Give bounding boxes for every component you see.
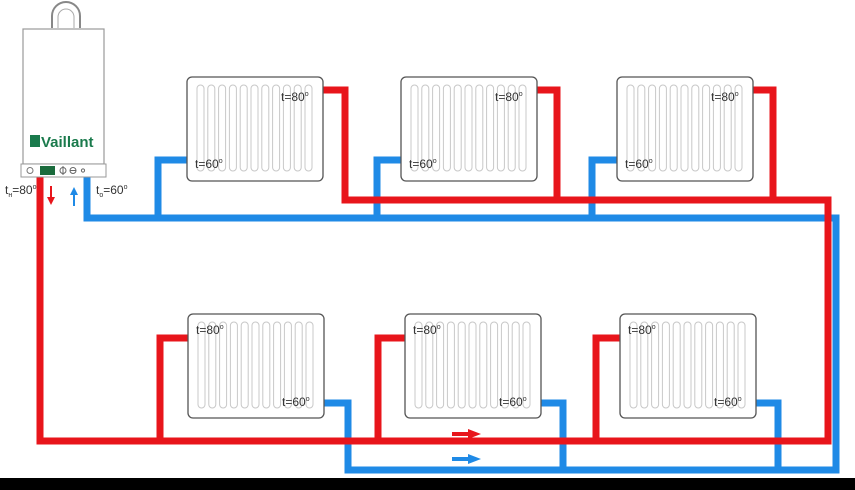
return-branch-top-3 bbox=[588, 156, 620, 218]
radiator-body bbox=[619, 313, 757, 419]
radiator: t=80o t=60o bbox=[186, 76, 324, 182]
boiler-return-riser bbox=[83, 177, 840, 474]
hot-inlet-temp: t=80o bbox=[281, 90, 309, 104]
radiator-body bbox=[616, 76, 754, 182]
boiler-supply-main bbox=[36, 86, 832, 445]
supply-branch-bottom-3 bbox=[592, 334, 623, 441]
power-button[interactable] bbox=[26, 167, 34, 174]
cold-outlet-temp: t=60o bbox=[499, 395, 527, 409]
cold-outlet-temp: t=60o bbox=[714, 395, 742, 409]
boiler-display bbox=[40, 166, 55, 175]
radiator: t=80o t=60o bbox=[400, 76, 538, 182]
hot-inlet-temp: t=80o bbox=[711, 90, 739, 104]
boiler-supply-temp: tн=80o bbox=[5, 183, 37, 199]
cold-outlet-temp: t=60o bbox=[282, 395, 310, 409]
radiator-body bbox=[400, 76, 538, 182]
hot-inlet-temp: t=80o bbox=[196, 323, 224, 337]
supply-branch-bottom-1 bbox=[156, 334, 190, 441]
radiators: t=80o t=60o t=80o t=60o t=80o t=60o t=80o t=60o… bbox=[186, 76, 757, 419]
hot-inlet-temp: t=80o bbox=[628, 323, 656, 337]
radiator: t=80o t=60o bbox=[619, 313, 757, 419]
supply-branch-top-3 bbox=[748, 86, 777, 200]
supply-down-arrow bbox=[47, 186, 55, 205]
return-flow-arrow bbox=[452, 454, 481, 464]
cold-outlet-temp: t=60o bbox=[195, 157, 223, 171]
supply-pipes bbox=[36, 86, 832, 445]
degree-sign: o bbox=[523, 396, 527, 403]
return-branch-bottom-3 bbox=[752, 399, 782, 470]
hot-inlet-temp: t=80o bbox=[495, 90, 523, 104]
degree-sign: o bbox=[433, 158, 437, 165]
degree-sign: o bbox=[652, 324, 656, 331]
degree-sign: o bbox=[305, 91, 309, 98]
return-up-arrow bbox=[70, 187, 78, 206]
return-branch-top-1 bbox=[154, 156, 190, 218]
return-branch-bottom-2 bbox=[538, 399, 567, 470]
degree-sign: o bbox=[437, 324, 441, 331]
supply-branch-top-2 bbox=[535, 86, 561, 200]
radiator-body bbox=[187, 313, 325, 419]
hot-inlet-temp: t=80o bbox=[413, 323, 441, 337]
boiler-hanger bbox=[51, 1, 81, 28]
cold-outlet-temp: t=60o bbox=[409, 157, 437, 171]
degree-sign: o bbox=[649, 158, 653, 165]
radiator-body bbox=[186, 76, 324, 182]
bottom-bar bbox=[0, 478, 855, 490]
supply-flow-arrow bbox=[452, 429, 481, 439]
radiator: t=80o t=60o bbox=[616, 76, 754, 182]
boiler-logo-mark bbox=[30, 135, 40, 147]
degree-sign: o bbox=[219, 158, 223, 165]
degree-sign: o bbox=[735, 91, 739, 98]
degree-sign: o bbox=[738, 396, 742, 403]
supply-branch-bottom-2 bbox=[374, 334, 408, 441]
boiler-brand: Vaillant bbox=[41, 134, 94, 151]
boiler: Vaillant tн=80o to=60o bbox=[5, 1, 128, 206]
cold-outlet-temp: t=60o bbox=[625, 157, 653, 171]
degree-sign: o bbox=[220, 324, 224, 331]
radiator: t=80o t=60o bbox=[187, 313, 325, 419]
radiator: t=80o t=60o bbox=[404, 313, 542, 419]
radiator-body bbox=[404, 313, 542, 419]
degree-sign: o bbox=[306, 396, 310, 403]
degree-sign: o bbox=[519, 91, 523, 98]
indicator-light bbox=[80, 168, 86, 173]
boiler-return-temp: to=60o bbox=[96, 183, 128, 199]
